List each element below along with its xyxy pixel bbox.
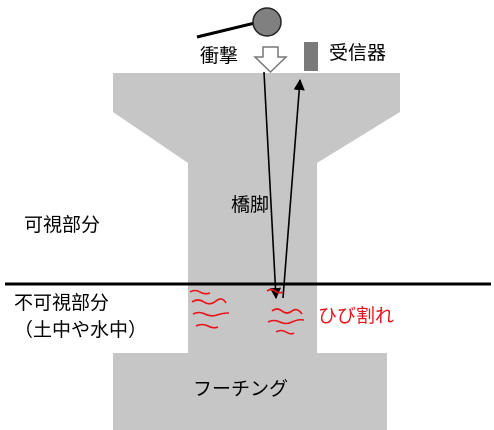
crack-line [275,329,295,335]
impact-label: 衝撃 [200,45,239,67]
crack-line [191,298,227,305]
crack-line [195,323,219,329]
footing-label: フーチング [193,378,289,400]
visible-part-label: 可視部分 [24,214,101,236]
receiver-label: 受信器 [329,42,387,64]
reflected-wave-arrow [282,78,305,299]
crack-label: ひび割れ [318,305,395,327]
crack-line [271,308,303,315]
receiver-box [304,42,318,71]
crack-line [267,318,305,325]
hammer-icon [196,7,282,39]
pier-structure [113,73,400,430]
down-arrow-icon [253,46,288,74]
crack-line [189,289,211,295]
incident-wave-arrow [263,71,282,300]
crack-line [266,288,284,294]
invisible-part-label: 不可視部分 [14,292,110,314]
invisible-note-label: （土中や水中） [14,319,148,341]
pier-label: 橋脚 [231,194,270,216]
crack-marks [189,288,305,335]
crack-line [192,311,230,317]
pier-body [113,73,400,430]
